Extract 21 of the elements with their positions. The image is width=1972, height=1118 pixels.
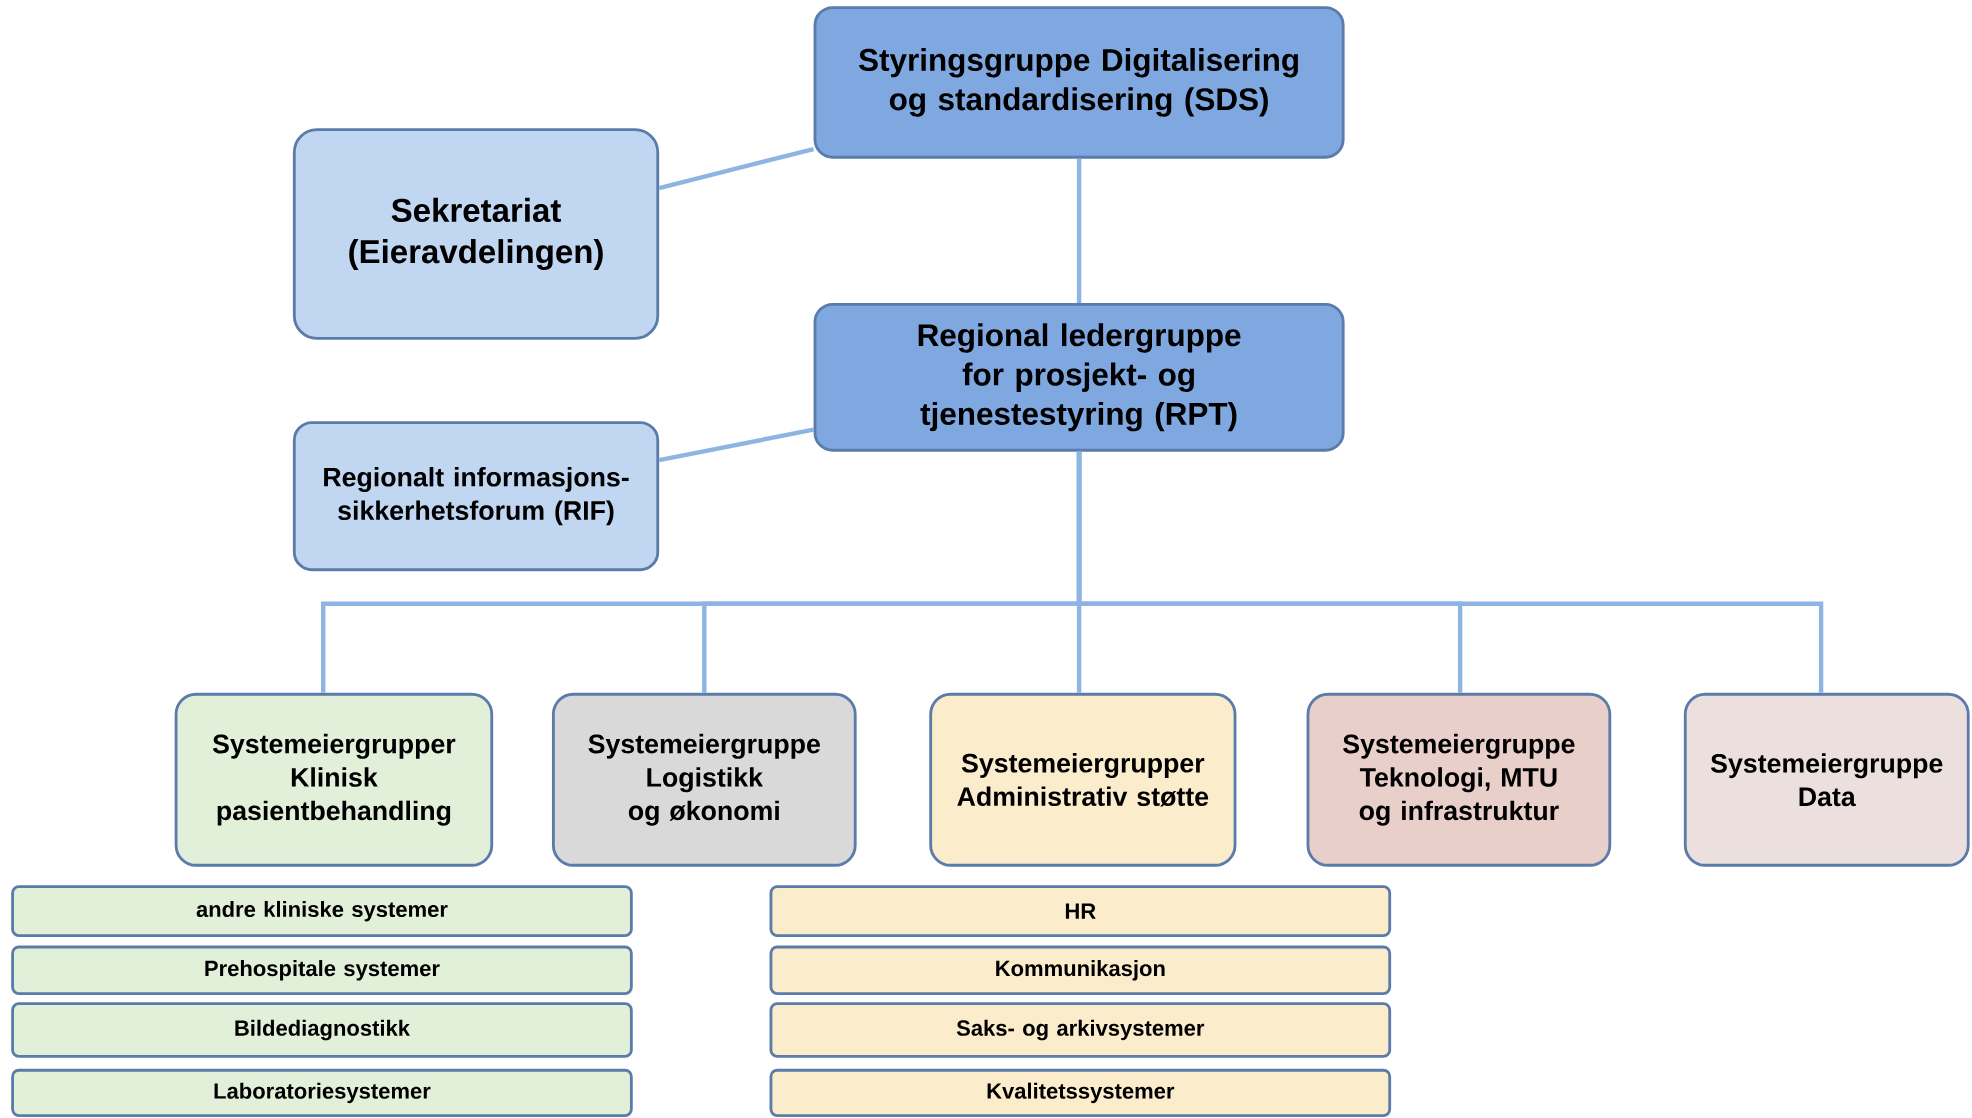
steering-box: Styringsgruppe Digitalisering og standardisering (SDS) — [813, 6, 1345, 159]
list-item-box: Laboratoriesystemer — [11, 1068, 633, 1117]
secretariat-box: Sekretariat (Eieravdelingen) — [292, 128, 660, 340]
list-item-box: HR — [769, 885, 1392, 938]
list-item-box: Saks- og arkivsystemer — [769, 1002, 1392, 1058]
connector-line — [1076, 158, 1082, 303]
list-item-box: Kommunikasjon — [769, 945, 1392, 995]
group-box: Systemeiergruppe Data — [1683, 692, 1970, 867]
group-box: Systemeiergrupper Administrativ støtte — [929, 692, 1237, 867]
list-item-box: Kvalitetssystemer — [769, 1068, 1392, 1117]
connector-line — [1076, 451, 1824, 693]
management-box: Regional ledergruppe for prosjekt- og tjenestestyring (RPT) — [813, 302, 1345, 452]
list-item-box: Prehospitale systemer — [11, 945, 633, 995]
connector-line — [658, 427, 814, 463]
list-item-box: andre kliniske systemer — [11, 885, 633, 938]
group-box: Systemeiergrupper Klinisk pasientbehandling — [174, 692, 494, 867]
group-box: Systemeiergruppe Teknologi, MTU og infrastruktur — [1306, 692, 1612, 867]
connector-line — [658, 146, 815, 191]
forum-box: Regionalt informasjons-sikkerhetsforum (RIF) — [292, 421, 660, 572]
list-item-box: Bildediagnostikk — [11, 1002, 633, 1058]
group-box: Systemeiergruppe Logistikk og økonomi — [551, 692, 857, 867]
